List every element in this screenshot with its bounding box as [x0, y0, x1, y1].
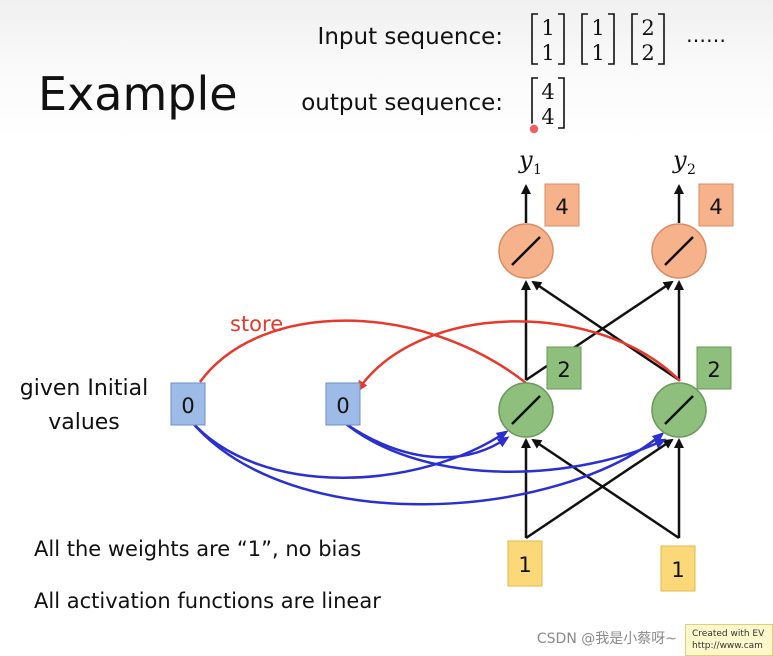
- input-value: 1: [671, 558, 684, 582]
- hidden-value: 2: [707, 358, 720, 382]
- output-symbol-y1: y 1: [518, 146, 542, 178]
- footer: CSDN @我是小蔡呀~ Created with EV http://www.…: [536, 624, 773, 656]
- memory2-to-hidden1-arrow: [345, 422, 510, 459]
- pointer-dot: [528, 123, 540, 135]
- memory1-to-hidden2-arrow: [189, 419, 665, 506]
- weights-note: All the weights are “1”, no bias: [34, 537, 361, 561]
- linear-activation-icon: [664, 395, 694, 425]
- output-symbol-y2: y 2: [672, 146, 696, 178]
- vector-entry: 1: [591, 41, 604, 65]
- memory2-to-hidden2-arrow: [345, 423, 667, 474]
- badge-line1: Created with EV: [692, 629, 765, 639]
- input-box-2: 1: [660, 545, 696, 592]
- vector-entry: 4: [541, 80, 554, 104]
- linear-activation-icon: [664, 236, 694, 266]
- store-arrow-right: [356, 320, 681, 393]
- memory1-to-hidden1-arrow: [189, 419, 509, 479]
- memory-box-2: 0: [325, 382, 361, 426]
- csdn-watermark: CSDN @我是小蔡呀~: [536, 631, 677, 647]
- initial-values-label-line1: given Initial: [20, 376, 148, 401]
- vector-entry: 1: [541, 41, 554, 65]
- input2-to-hidden1-arrow: [531, 438, 680, 540]
- linear-activation-icon: [511, 395, 541, 425]
- memory-value: 0: [336, 394, 349, 418]
- badge-line2: http://www.cam: [692, 641, 763, 651]
- store-arrow-left: [198, 319, 527, 384]
- memory-box-1: 0: [170, 382, 206, 426]
- slide-title: Example: [38, 67, 238, 121]
- output-sequence-label: output sequence:: [301, 90, 503, 116]
- output-node-1: [498, 223, 554, 279]
- vector-entry: 1: [541, 16, 554, 40]
- input-vector-3: 2 2: [631, 13, 665, 65]
- input-value: 1: [518, 553, 531, 577]
- hidden-value-box-2: 2: [696, 346, 732, 390]
- input-vector-2: 1 1: [581, 13, 615, 65]
- input-sequence-label: Input sequence:: [318, 24, 503, 50]
- store-label: store: [230, 312, 283, 336]
- input-vector-1: 1 1: [531, 13, 565, 65]
- hidden-node-1: [498, 382, 554, 438]
- input-box-1: 1: [507, 540, 543, 587]
- input1-to-hidden2-arrow: [525, 438, 674, 540]
- hidden-value-box-1: 2: [546, 346, 582, 390]
- created-with-badge: Created with EV http://www.cam: [685, 624, 773, 656]
- input-sequence-ellipsis: ……: [686, 23, 726, 47]
- vector-entry: 2: [641, 16, 654, 40]
- output-vector-1: 4 4: [531, 77, 565, 129]
- output-node-2: [651, 223, 707, 279]
- memory-value: 0: [181, 394, 194, 418]
- initial-values-label-line2: values: [48, 410, 120, 435]
- hidden-value: 2: [557, 358, 570, 382]
- output-value-box-2: 4: [698, 183, 734, 227]
- symbol-subscript: 1: [533, 162, 542, 178]
- output-value-box-1: 4: [544, 183, 580, 227]
- vector-entry: 1: [591, 16, 604, 40]
- activation-note: All activation functions are linear: [34, 589, 381, 613]
- hidden-node-2: [651, 382, 707, 438]
- vector-entry: 4: [541, 105, 554, 129]
- symbol-base: y: [672, 146, 687, 174]
- vector-entry: 2: [641, 41, 654, 65]
- symbol-subscript: 2: [687, 162, 696, 178]
- output-value: 4: [555, 195, 568, 219]
- symbol-base: y: [518, 146, 533, 174]
- linear-activation-icon: [511, 236, 541, 266]
- hidden2-to-output1-arrow: [531, 280, 680, 382]
- output-value: 4: [709, 195, 722, 219]
